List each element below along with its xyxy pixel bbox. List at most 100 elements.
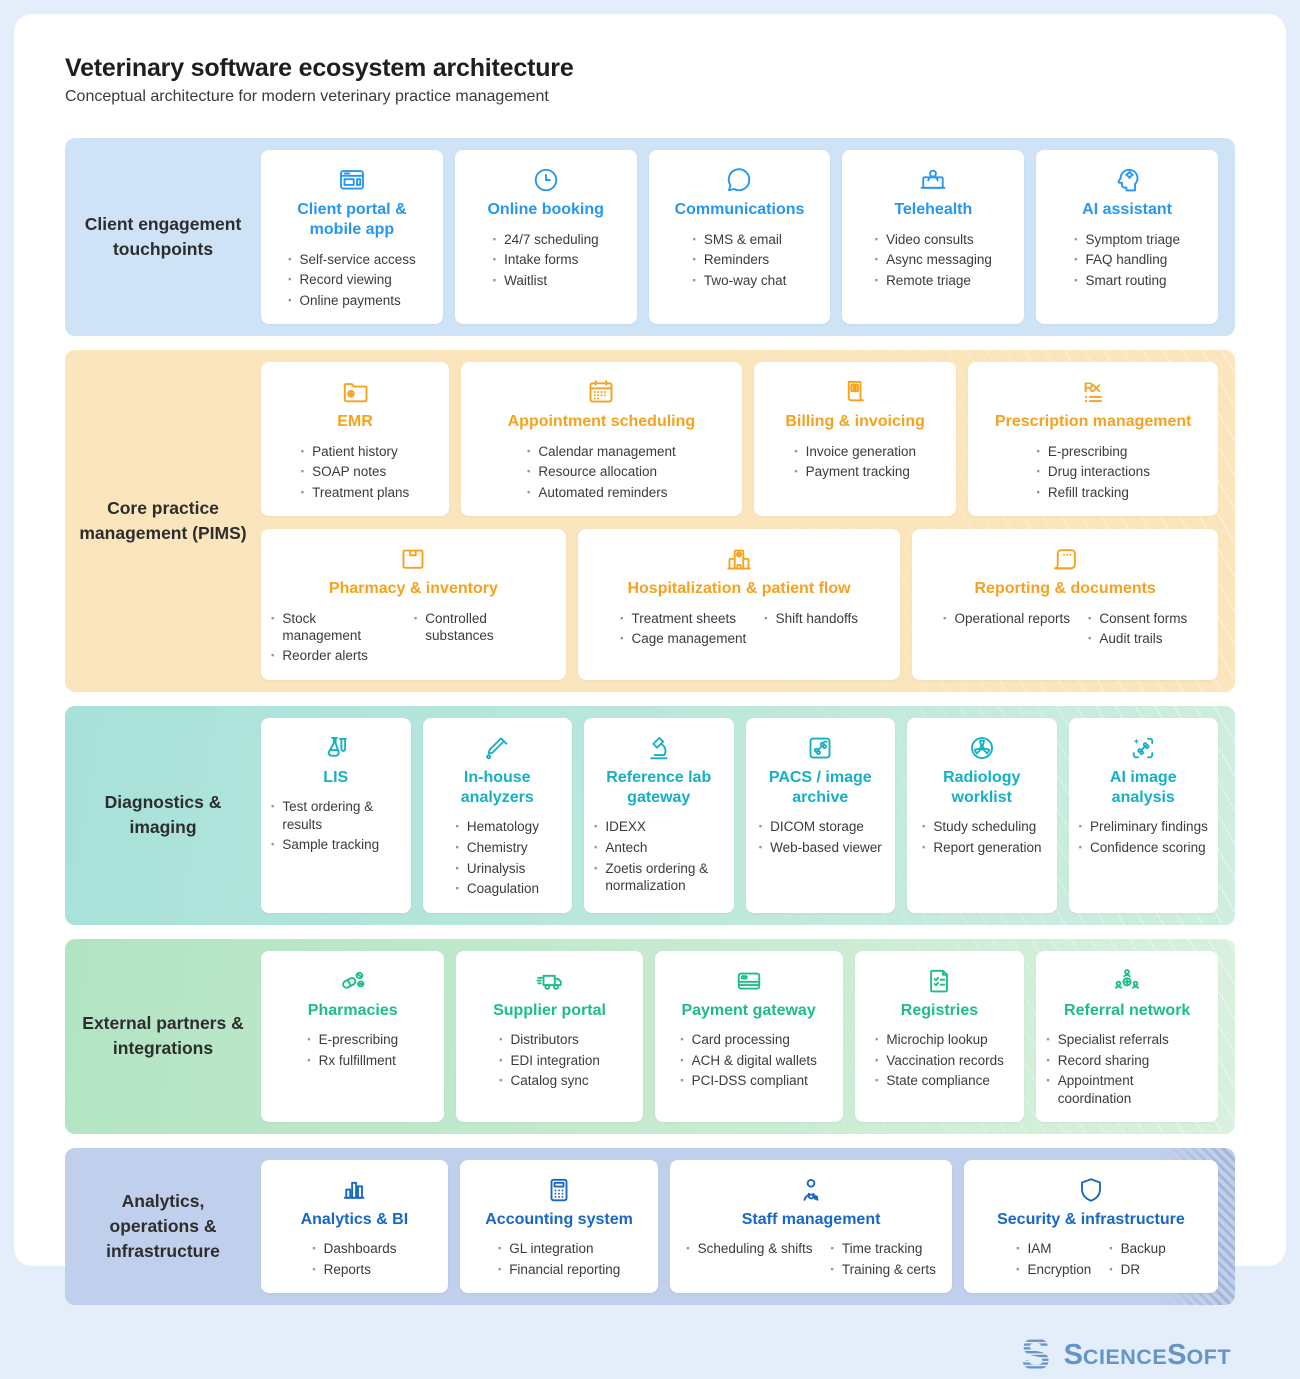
bullet-text: Study scheduling: [933, 819, 1037, 835]
bullet-item: Appointment coordination: [1046, 1072, 1208, 1107]
card-bullets: Preliminary findingsConfidence scoring: [1079, 816, 1209, 860]
card-title: AI assistant: [1082, 201, 1172, 218]
bullet-text: EDI integration: [510, 1052, 600, 1068]
hospital-icon: [588, 542, 891, 576]
bullet-list: Specialist referralsRecord sharingAppoin…: [1046, 1029, 1208, 1110]
bullet-text: Controlled substances: [425, 610, 494, 644]
bullet-item: Symptom triage: [1074, 231, 1181, 249]
bullet-item: Training & certs: [830, 1261, 936, 1279]
infographic-sheet: Veterinary software ecosystem architectu…: [14, 14, 1286, 1379]
band-row: LISTest ordering & resultsSample trackin…: [261, 717, 1218, 913]
bullet-text: Test ordering & results: [282, 799, 374, 832]
bullet-item: Intake forms: [493, 251, 599, 269]
bullet-item: Async messaging: [875, 251, 992, 269]
card-bullets: Calendar managementResource allocationAu…: [471, 440, 732, 504]
card-title: Supplier portal: [493, 1001, 606, 1019]
card-bullets: HematologyChemistryUrinalysisCoagulation: [433, 816, 563, 901]
truck-icon: [466, 964, 632, 998]
bullet-item: Self-service access: [288, 251, 415, 269]
bullet-text: Preliminary findings: [1090, 819, 1208, 835]
bullet-list: E-prescribing Rx fulfillment: [307, 1029, 399, 1073]
bullet-text: Sample tracking: [282, 837, 380, 853]
bullet-item: Patient history: [301, 443, 409, 461]
card-title: Registries: [900, 1001, 979, 1019]
bullet-item: Rx fulfillment: [307, 1052, 398, 1070]
bullet-item: Report generation: [922, 839, 1041, 857]
card-emr: EMRPatient historySOAP notesTreatment pl…: [261, 362, 450, 517]
bullet-item: Catalog sync: [499, 1072, 600, 1090]
bullet-item: Refill tracking: [1037, 484, 1150, 502]
bullet-list: IDEXXAntechZoetis ordering & normalizati…: [594, 816, 724, 897]
telehealth-icon: [852, 163, 1014, 197]
bullet-text: Intake forms: [504, 252, 579, 268]
card-pacs-image-archive: PACS / image archiveDICOM storageWeb-bas…: [745, 717, 895, 913]
bullet-text: Async messaging: [886, 252, 992, 268]
card-bullets: 24/7 schedulingIntake formsWaitlist: [465, 228, 627, 292]
card-bullets: IAMEncryptionBackupDR: [974, 1238, 1208, 1282]
card-telehealth: TelehealthVideo consultsAsync messagingR…: [842, 150, 1025, 325]
bullet-item: Sample tracking: [271, 836, 401, 854]
card-client-portal-mobile-app: Client portal & mobile appSelf-service a…: [261, 150, 443, 325]
bullet-text: Distributors: [510, 1032, 579, 1048]
bullet-item: Payment tracking: [794, 463, 916, 481]
bullet-item: Resource allocation: [527, 463, 676, 481]
bullet-item: Record viewing: [288, 271, 416, 289]
bullet-item: E-prescribing: [307, 1031, 399, 1049]
card-title: In-house analyzers: [460, 768, 534, 806]
card-referral-network: Referral networkSpecialist referralsReco…: [1036, 950, 1218, 1122]
bullet-text: Symptom triage: [1085, 231, 1181, 247]
bullet-item: DR: [1109, 1261, 1165, 1279]
bullet-item: Video consults: [875, 231, 992, 249]
band-row: Analytics & BIDashboardsReportsAccountin…: [261, 1159, 1218, 1294]
card-appointment-scheduling: Appointment schedulingCalendar managemen…: [461, 362, 742, 517]
bullet-list: DICOM storageWeb-based viewer: [759, 816, 882, 860]
bullet-item: Hematology: [456, 818, 539, 836]
bullet-item: Waitlist: [493, 272, 599, 290]
band-rows: Analytics & BIDashboardsReportsAccountin…: [261, 1159, 1218, 1294]
bullet-item: Calendar management: [527, 443, 675, 461]
band-label: External partners & integrations: [82, 1013, 244, 1059]
card-title: Referral network: [1064, 1001, 1191, 1019]
bullet-text: Chemistry: [466, 839, 528, 855]
band-row: Client portal & mobile appSelf-service a…: [261, 150, 1218, 325]
bullet-text: Urinalysis: [466, 860, 526, 876]
bullet-item: Urinalysis: [456, 860, 539, 878]
card-radiology-worklist: Radiology worklistStudy schedulingReport…: [907, 717, 1057, 913]
dropper-icon: [433, 731, 563, 765]
bullet-list: Test ordering & resultsSample tracking: [271, 796, 401, 857]
bullet-item: Financial reporting: [498, 1261, 620, 1279]
bullet-text: Waitlist: [504, 272, 548, 288]
card-reference-lab-gateway: Reference lab gatewayIDEXXAntechZoetis o…: [584, 717, 734, 913]
bullet-text: Reminders: [703, 252, 770, 268]
bullet-item: E-prescribing: [1037, 443, 1150, 461]
bullet-list: IAMEncryption: [1016, 1238, 1092, 1282]
band-rows: LISTest ordering & resultsSample trackin…: [261, 717, 1218, 913]
band-row: PharmaciesE-prescribing Rx fulfillment Sup…: [261, 950, 1218, 1122]
bullet-text: Zoetis ordering & normalization: [605, 860, 709, 894]
band-label: Analytics, operations & infrastructure: [106, 1191, 220, 1262]
card-bullets: Video consultsAsync messagingRemote tria…: [852, 228, 1014, 292]
bullet-text: Remote triage: [886, 272, 971, 288]
bullet-text: DICOM storage: [770, 819, 864, 835]
card-reporting-documents: Reporting & documentsOperational reports…: [912, 529, 1218, 680]
card-title: Pharmacies: [307, 1001, 398, 1019]
bullet-item: Automated reminders: [527, 484, 676, 502]
bullet-list: Consent formsAudit trails: [1088, 607, 1187, 651]
bullet-text: E-prescribing: [318, 1032, 399, 1048]
bullet-item: Web-based viewer: [759, 839, 882, 857]
bullet-item: Treatment sheets: [620, 610, 746, 628]
bullet-list: Time trackingTraining & certs: [830, 1238, 936, 1282]
bullet-text: Payment tracking: [805, 464, 910, 480]
bullet-item: Distributors: [499, 1031, 600, 1049]
bullet-text: Catalog sync: [510, 1073, 589, 1089]
bullet-item: Chemistry: [456, 839, 539, 857]
card-title: PACS / image archive: [768, 768, 872, 806]
bullet-list: Card processingACH & digital walletsPCI-…: [680, 1029, 817, 1093]
bullet-text: FAQ handling: [1085, 252, 1168, 268]
bullet-list: Microchip lookupVaccination recordsState…: [875, 1029, 1004, 1093]
bullet-text: Reorder alerts: [282, 648, 368, 664]
bullet-item: Reorder alerts: [271, 647, 396, 665]
bullet-list: Calendar managementResource allocationAu…: [527, 440, 676, 504]
